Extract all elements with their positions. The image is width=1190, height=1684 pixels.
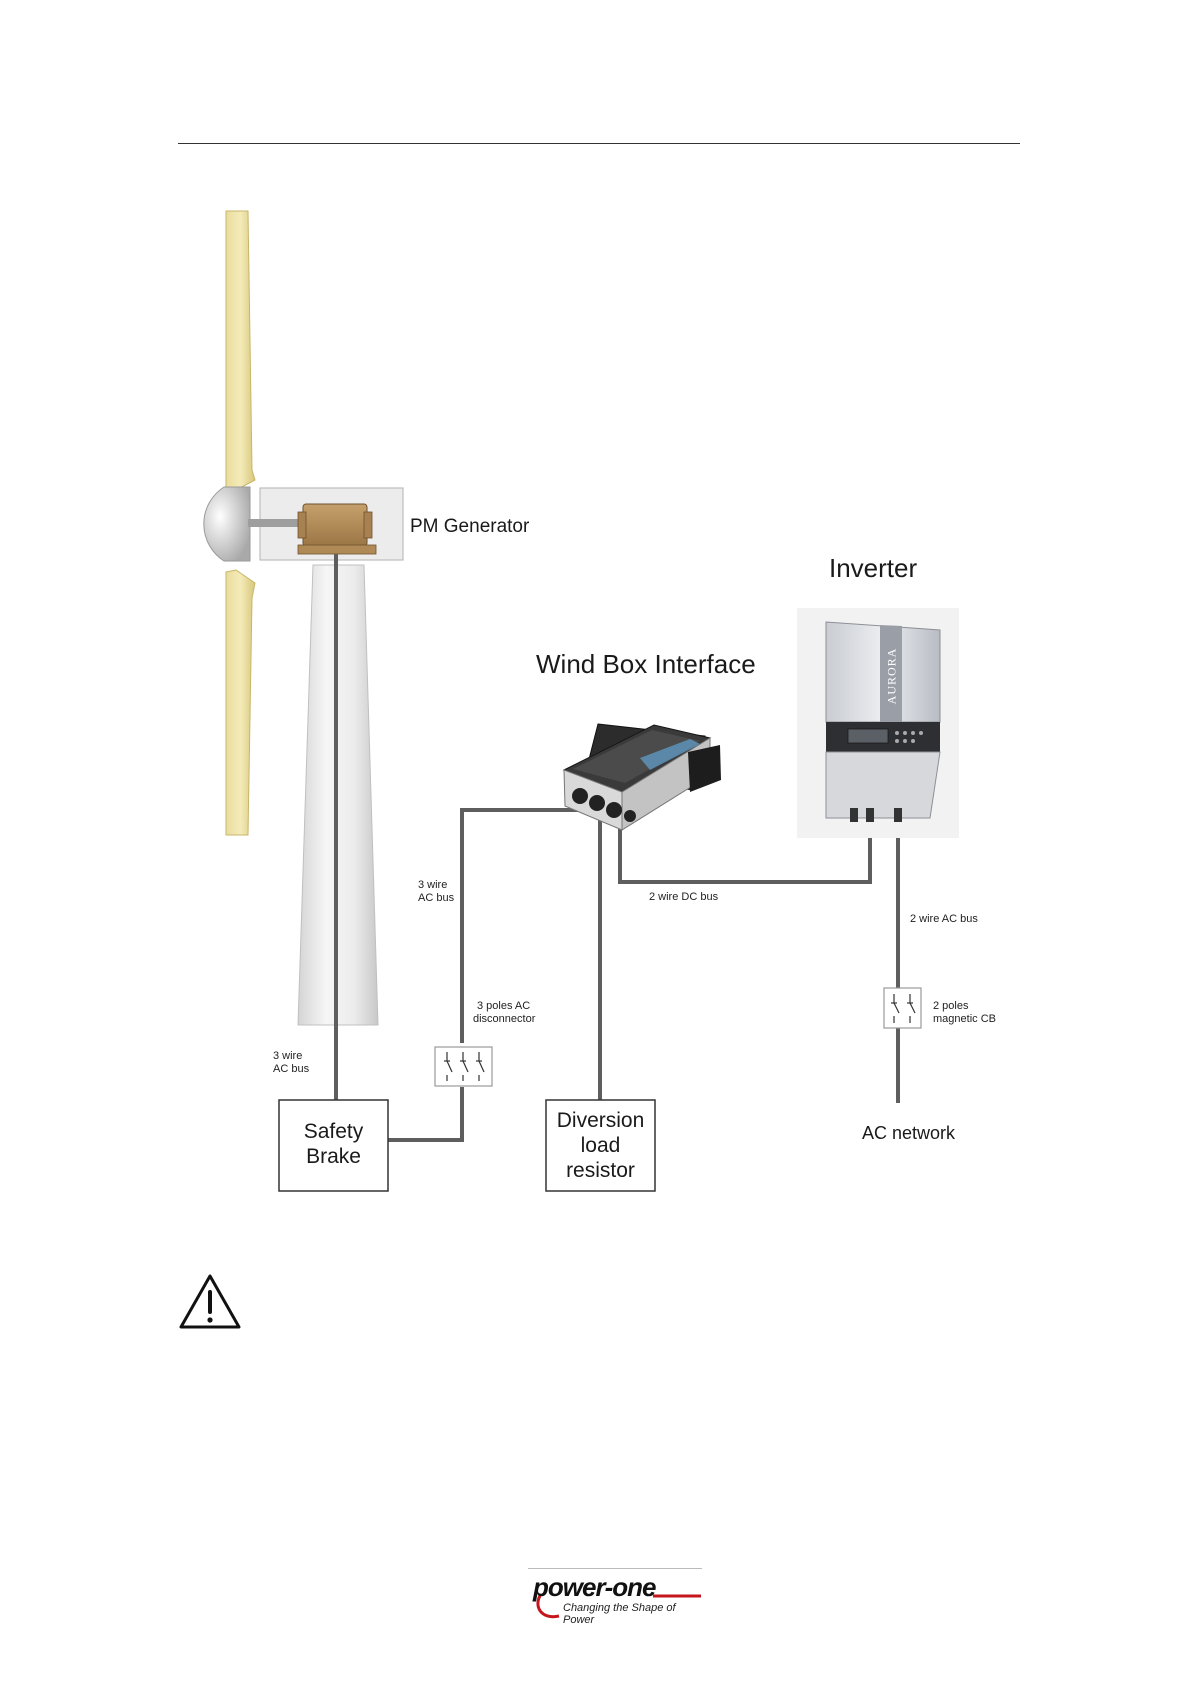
ac-bus-upper-label: 3 wire AC bus	[418, 879, 454, 905]
ac-bus-2wire-label: 2 wire AC bus	[910, 913, 978, 926]
pm-generator-label: PM Generator	[410, 516, 529, 538]
warning-triangle-icon	[181, 1276, 239, 1327]
rotor-shaft	[248, 519, 304, 527]
inverter-device	[797, 608, 959, 838]
diversion-load-label: Diversion load resistor	[546, 1108, 655, 1183]
ac-network-label: AC network	[862, 1123, 955, 1144]
blade-upper	[226, 211, 255, 490]
dc-bus-label: 2 wire DC bus	[649, 891, 718, 904]
ac-bus-lower-label: 3 wire AC bus	[273, 1050, 309, 1076]
logo-wordmark: power-one	[533, 1572, 655, 1603]
magnetic-cb-symbol	[884, 988, 921, 1028]
magnetic-cb-label: 2 poles magnetic CB	[933, 1000, 996, 1026]
wind-box-device	[564, 724, 721, 830]
inverter-brand-text: AURORA	[885, 648, 900, 705]
blade-lower	[226, 570, 255, 835]
safety-brake-label: Safety Brake	[279, 1119, 388, 1169]
ac-disconnector-symbol	[435, 1047, 492, 1086]
footer-rule	[528, 1568, 702, 1569]
wind-box-label: Wind Box Interface	[536, 649, 756, 680]
disconnector-label: 3 poles AC disconnector	[473, 1000, 535, 1026]
rotor-hub	[204, 487, 250, 561]
power-one-logo: power-one Changing the Shape of Power	[533, 1572, 703, 1622]
pm-generator-icon	[298, 504, 376, 554]
inverter-label: Inverter	[829, 553, 917, 584]
logo-tagline: Changing the Shape of Power	[563, 1602, 703, 1626]
wire-brake-to-box	[387, 1087, 462, 1140]
